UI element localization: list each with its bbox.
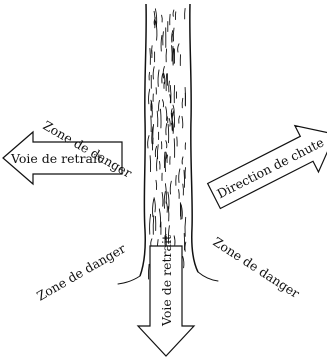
bark-stroke bbox=[181, 97, 184, 109]
trunk-root-left bbox=[117, 275, 141, 285]
bark-stroke bbox=[149, 213, 152, 235]
bark-stroke bbox=[178, 168, 181, 183]
bark-stroke bbox=[169, 84, 172, 104]
left-arrow-shape bbox=[2, 130, 123, 186]
bark-stroke bbox=[181, 156, 184, 165]
bark-stroke bbox=[155, 179, 158, 191]
bark-stroke bbox=[165, 73, 168, 92]
bark-stroke bbox=[157, 69, 160, 87]
bark-stroke bbox=[165, 106, 168, 121]
bark-stroke bbox=[165, 48, 168, 63]
bark-stroke bbox=[167, 123, 170, 144]
bark-stroke bbox=[148, 88, 151, 105]
bark-stroke bbox=[154, 145, 158, 158]
retreat-path-left-arrow: Voie de retrait bbox=[2, 130, 123, 186]
bark-stroke bbox=[150, 238, 153, 247]
bark-stroke bbox=[171, 45, 173, 62]
bark-stroke bbox=[161, 14, 163, 23]
bark-stroke bbox=[168, 80, 170, 93]
bark-stroke bbox=[155, 20, 158, 41]
bark-stroke bbox=[164, 183, 167, 204]
bark-stroke bbox=[184, 216, 187, 237]
fall-direction-label: Direction de chute bbox=[214, 134, 326, 201]
fall-direction-arrow: Direction de chute bbox=[206, 124, 327, 210]
bark-stroke bbox=[153, 197, 156, 213]
bark-stroke bbox=[178, 189, 180, 199]
bark-stroke bbox=[167, 206, 170, 222]
bark-stroke bbox=[163, 151, 166, 169]
bark-stroke bbox=[151, 137, 154, 151]
trunk-root-right bbox=[197, 271, 219, 282]
bark-stroke bbox=[162, 31, 164, 46]
bark-stroke bbox=[163, 72, 166, 85]
bark-stroke bbox=[160, 35, 163, 52]
bark-stroke bbox=[156, 155, 159, 172]
bark-stroke bbox=[167, 191, 170, 210]
bark-texture bbox=[147, 8, 187, 283]
bark-stroke bbox=[151, 126, 154, 144]
down-arrow-shape bbox=[136, 245, 196, 357]
bark-stroke bbox=[173, 235, 176, 246]
retreat-path-down-label: Voie de retrait bbox=[159, 235, 174, 327]
bark-stroke bbox=[178, 115, 180, 124]
bark-stroke bbox=[171, 33, 173, 42]
bark-stroke bbox=[165, 140, 168, 149]
bark-stroke bbox=[161, 73, 164, 84]
bark-stroke bbox=[153, 10, 156, 29]
bark-stroke bbox=[182, 183, 184, 196]
bark-stroke bbox=[166, 116, 169, 124]
bark-stroke bbox=[147, 263, 150, 280]
trunk-right-edge bbox=[189, 3, 199, 273]
bark-stroke bbox=[147, 135, 150, 149]
bark-stroke bbox=[158, 208, 161, 228]
bark-stroke bbox=[163, 191, 166, 209]
bark-stroke bbox=[160, 108, 162, 129]
bark-stroke bbox=[180, 204, 183, 220]
bark-stroke bbox=[149, 48, 151, 65]
bark-stroke bbox=[158, 99, 160, 112]
retreat-path-down-arrow: Voie de retrait bbox=[136, 235, 196, 357]
bark-stroke bbox=[170, 108, 173, 117]
bark-stroke bbox=[183, 169, 185, 188]
danger-zone-lower-right-label: Zone de danger bbox=[210, 234, 302, 301]
bark-stroke bbox=[152, 215, 155, 235]
bark-stroke bbox=[166, 154, 169, 163]
bark-stroke bbox=[165, 123, 168, 136]
bark-stroke bbox=[162, 66, 165, 79]
bark-stroke bbox=[169, 94, 171, 104]
bark-stroke bbox=[171, 120, 174, 134]
bark-stroke bbox=[169, 180, 172, 195]
bark-stroke bbox=[172, 27, 175, 42]
bark-stroke bbox=[165, 151, 167, 159]
danger-zone-lower-left-label: Zone de danger bbox=[34, 241, 128, 304]
tree-trunk bbox=[117, 3, 219, 285]
bark-stroke bbox=[154, 8, 158, 28]
bark-stroke bbox=[184, 241, 187, 252]
bark-stroke bbox=[152, 198, 155, 218]
bark-stroke bbox=[177, 43, 180, 53]
bark-stroke bbox=[150, 99, 153, 112]
bark-stroke bbox=[161, 191, 164, 207]
bark-stroke bbox=[161, 99, 164, 108]
bark-stroke bbox=[149, 155, 152, 173]
bark-stroke bbox=[168, 225, 170, 244]
bark-stroke bbox=[171, 111, 174, 131]
trunk-left-edge bbox=[139, 3, 147, 277]
bark-stroke bbox=[156, 110, 159, 128]
bark-stroke bbox=[152, 66, 155, 80]
bark-stroke bbox=[172, 104, 175, 116]
retreat-path-left-label: Voie de retrait bbox=[10, 151, 102, 166]
bark-stroke bbox=[182, 255, 185, 269]
bark-stroke bbox=[168, 117, 171, 127]
bark-stroke bbox=[159, 160, 161, 170]
bark-stroke bbox=[172, 9, 175, 17]
bark-stroke bbox=[181, 116, 184, 129]
